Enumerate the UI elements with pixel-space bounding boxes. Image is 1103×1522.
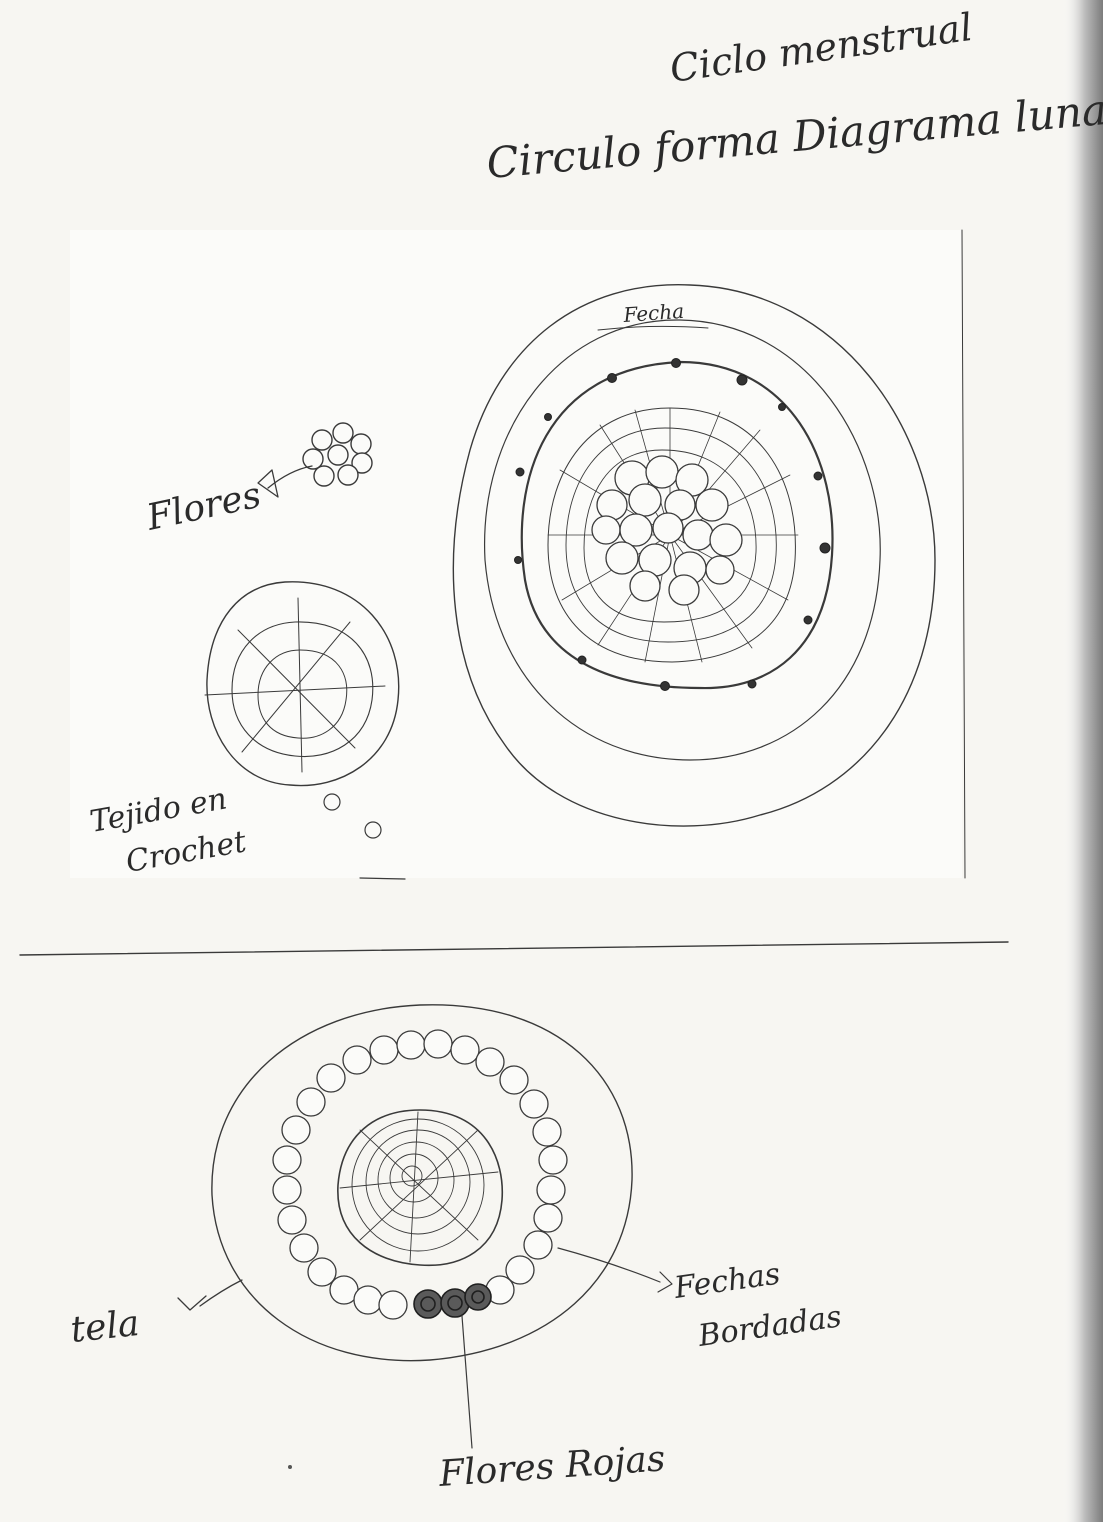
- label-fecha: Fecha: [622, 299, 685, 327]
- top-sheet-panel: [70, 230, 962, 878]
- label-tela: tela: [69, 1303, 142, 1351]
- binding-shadow: [1062, 0, 1103, 1522]
- stray-dot: [288, 1465, 292, 1469]
